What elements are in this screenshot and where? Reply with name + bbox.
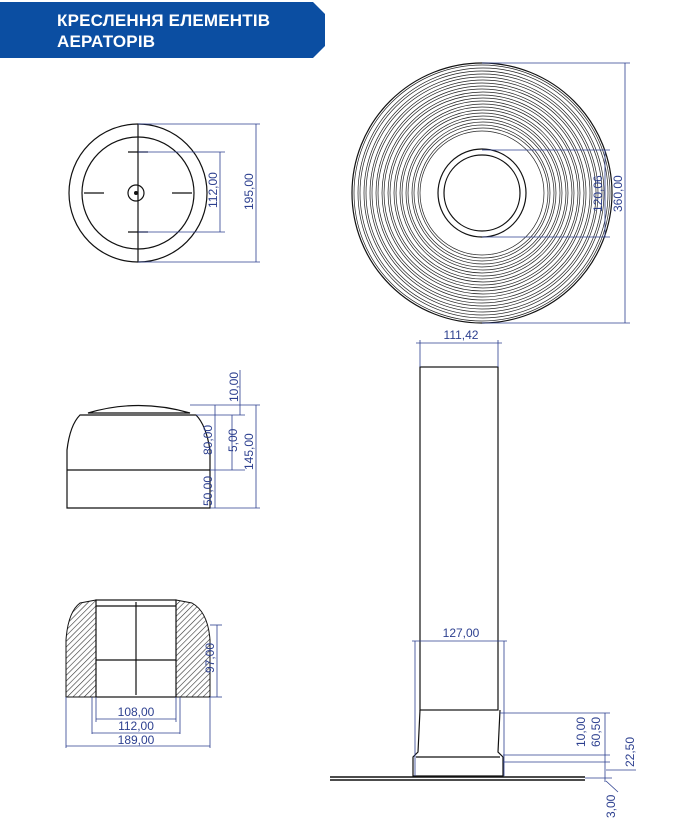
dim-disc-outer: 360,00 xyxy=(611,175,625,212)
page-title: КРЕСЛЕННЯ ЕЛЕМЕНТІВ АЕРАТОРІВ xyxy=(57,10,270,52)
dim-cap-side-top: 10,00 xyxy=(227,372,241,402)
disc-ring xyxy=(395,106,569,280)
dim-plate-thickness: 3,00 xyxy=(604,794,618,818)
disc-ring xyxy=(363,73,603,313)
dim-base-collar: 10,00 xyxy=(574,717,588,747)
disc-ring xyxy=(413,124,551,262)
disc-ring xyxy=(407,118,557,268)
header-banner xyxy=(0,2,325,58)
dim-section-inner: 108,00 xyxy=(118,705,155,719)
cap-side-view: 10,00 80,00 5,00 145,00 50,00 xyxy=(66,370,260,509)
dim-tube-width: 111,42 xyxy=(444,328,479,342)
disc-ring xyxy=(383,94,581,292)
disc-ring xyxy=(377,88,587,298)
dim-base-height: 60,50 xyxy=(589,717,603,747)
dim-cap-side-total: 145,00 xyxy=(242,433,256,470)
disc-ring xyxy=(357,67,609,319)
dim-section-height: 97,00 xyxy=(203,643,217,673)
disc-ring xyxy=(365,76,599,310)
dim-cap-side-gap: 5,00 xyxy=(226,428,240,452)
disc-ring xyxy=(419,130,545,256)
disc-ring xyxy=(371,82,593,304)
disc-ring xyxy=(411,121,555,265)
cap-top-view: 112,00 195,00 xyxy=(68,123,260,263)
disc-ring xyxy=(401,112,563,274)
disc-ring xyxy=(359,70,605,316)
dim-base-width: 127,00 xyxy=(443,626,480,640)
disc-ring xyxy=(353,64,611,322)
disc-ring xyxy=(381,91,585,295)
disc-ring xyxy=(389,100,575,286)
disc-ring xyxy=(399,109,567,277)
disc-ring xyxy=(375,85,591,301)
disc-ring xyxy=(393,103,573,283)
dim-section-mid: 112,00 xyxy=(118,719,154,733)
title-line-1: КРЕСЛЕННЯ ЕЛЕМЕНТІВ xyxy=(57,11,271,30)
cap-section-view: 97,00 108,00 112,00 189,00 xyxy=(65,599,222,748)
dim-disc-inner: 120,06 xyxy=(591,175,605,212)
disc-ring xyxy=(417,127,549,259)
disc-ring xyxy=(405,115,561,271)
dim-cap-side-base: 50,00 xyxy=(201,476,215,506)
tube-side-view: 111,42 127,00 10,00 60,50 22,50 3,00 xyxy=(330,328,637,818)
dim-section-outer: 189,00 xyxy=(118,733,155,747)
disc-ring xyxy=(369,79,597,307)
disc-top-view: 120,06 360,00 xyxy=(351,62,630,324)
dim-cap-side-dome: 80,00 xyxy=(201,425,215,455)
dim-cap-top-outer: 195,00 xyxy=(242,173,256,210)
dim-base-total: 22,50 xyxy=(623,737,637,767)
title-line-2: АЕРАТОРІВ xyxy=(57,32,156,51)
disc-ring xyxy=(387,97,579,289)
dim-cap-top-inner: 112,00 xyxy=(206,172,220,208)
